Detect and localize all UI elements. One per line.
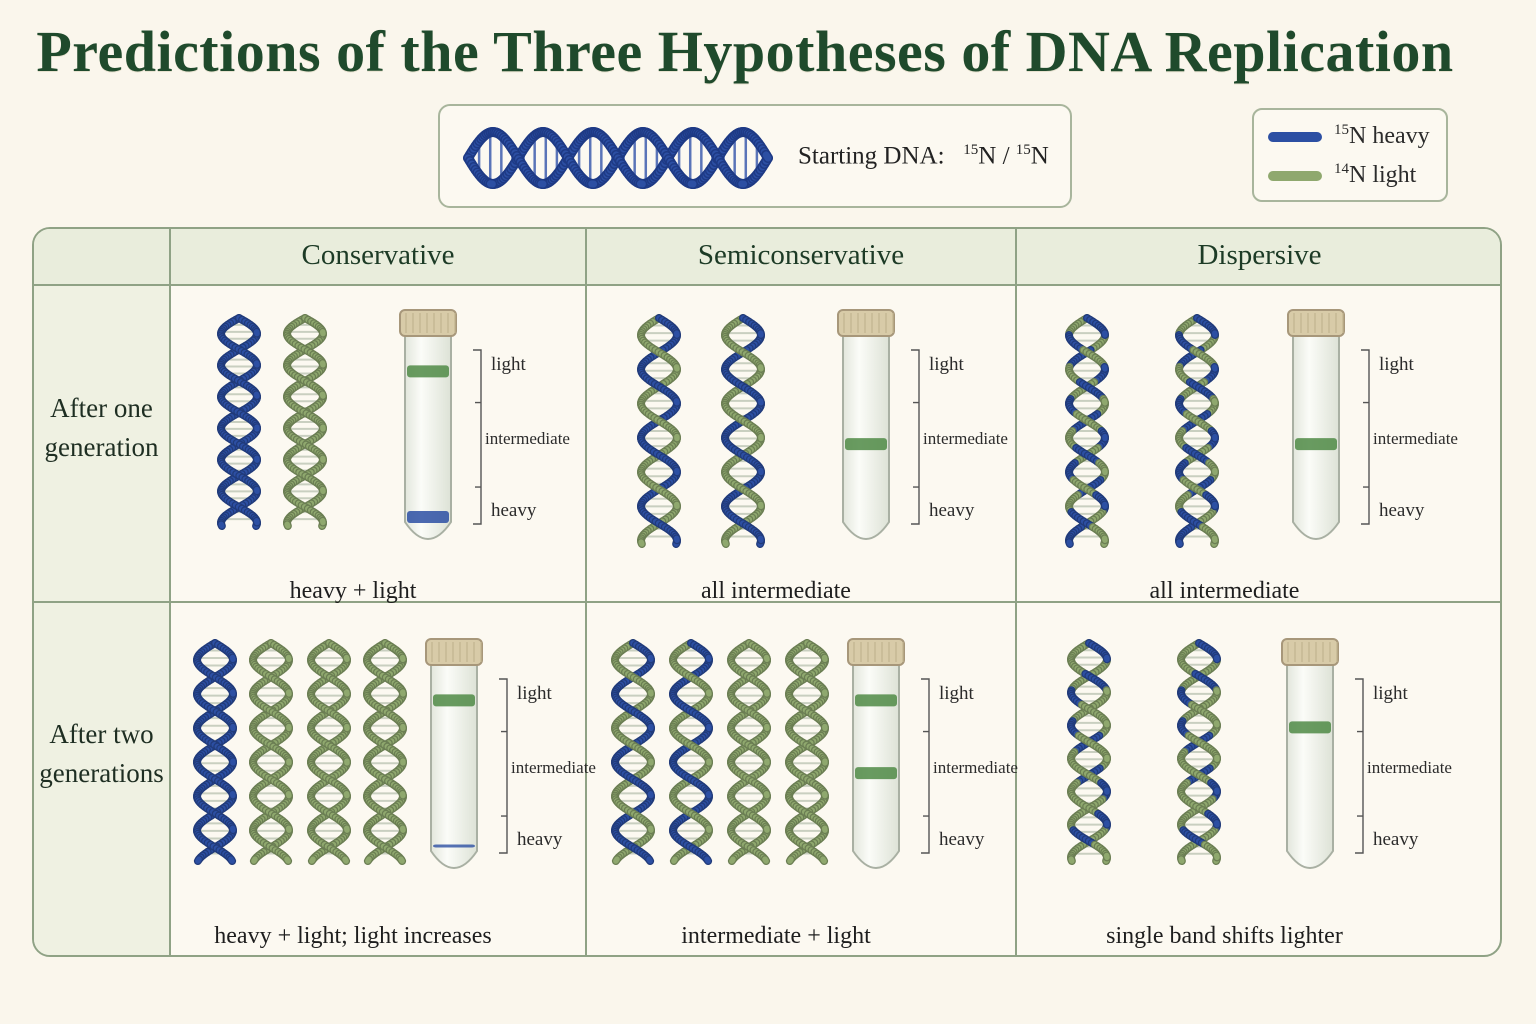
- column-header-dispersive: Dispersive: [1197, 239, 1322, 271]
- cell-disp-gen2: light intermediate heavy single band shifts…: [1017, 603, 1500, 955]
- dna-band-heavy: [407, 510, 449, 523]
- dna-helix-mixed-light: [1067, 639, 1111, 865]
- legend-heavy-text: N heavy: [1349, 123, 1430, 149]
- scale-label-top: light: [929, 353, 964, 375]
- legend-light-mass: 14: [1334, 161, 1349, 177]
- scale-label-middle: intermediate: [1373, 429, 1458, 449]
- density-scale-bracket: [473, 349, 482, 525]
- scale-label-middle: intermediate: [485, 429, 570, 449]
- legend-light-text: N light: [1349, 162, 1417, 188]
- row-label-gen2: After two generations: [39, 719, 164, 788]
- starting-separator: /: [996, 142, 1016, 170]
- dna-helix-light: [283, 314, 327, 530]
- column-header-band: [34, 229, 1500, 286]
- scale-label-top: light: [517, 682, 552, 704]
- starting-isotope-a-symbol: N: [978, 142, 997, 170]
- starting-helix-icon: [463, 127, 773, 189]
- cell-caption: heavy + light: [289, 578, 417, 604]
- cell-disp-gen1: light intermediate heavy all intermediate: [1017, 286, 1500, 604]
- dna-helix-light: [727, 639, 771, 865]
- test-tube-icon: [1287, 309, 1345, 540]
- density-scale-bracket: [499, 678, 508, 854]
- scale-label-bottom: heavy: [1373, 828, 1419, 850]
- cell-caption: single band shifts lighter: [1106, 923, 1343, 949]
- cell-cons-gen2: light intermediate heavy heavy + light; lig…: [171, 603, 596, 955]
- prediction-grid: Conservative Semiconservative Dispersive…: [32, 227, 1502, 957]
- dna-band-heavy: [433, 844, 475, 848]
- dna-helix-light: [307, 639, 351, 865]
- scale-label-middle: intermediate: [933, 758, 1018, 778]
- cell-cons-gen1: light intermediate heavy heavy + light: [171, 286, 585, 604]
- scale-label-middle: intermediate: [1367, 758, 1452, 778]
- starting-dna-text: Starting DNA:: [798, 142, 945, 170]
- dna-helix-hybrid: [669, 639, 713, 865]
- starting-isotope-b-symbol: N: [1030, 142, 1049, 170]
- test-tube-icon: [399, 309, 457, 540]
- test-tube-icon: [425, 638, 483, 869]
- dna-band-intermediate: [845, 438, 887, 451]
- legend-heavy-mass: 15: [1334, 122, 1349, 138]
- density-scale-bracket: [921, 678, 930, 854]
- dna-helix-light: [363, 639, 407, 865]
- dna-helix-hybrid: [721, 314, 765, 548]
- legend-swatch-heavy: [1268, 132, 1322, 142]
- scale-label-bottom: heavy: [929, 499, 975, 521]
- column-header-conservative: Conservative: [301, 239, 455, 271]
- dna-helix-mixed: [1175, 314, 1219, 548]
- dna-helix-hybrid: [637, 314, 681, 548]
- cell-caption: all intermediate: [701, 578, 851, 604]
- cell-caption: heavy + light; light increases: [214, 923, 492, 949]
- scale-label-bottom: heavy: [1379, 499, 1425, 521]
- test-tube-icon: [847, 638, 905, 869]
- dna-helix-heavy: [217, 314, 261, 530]
- dna-helix-heavy: [193, 639, 237, 865]
- dna-band-light: [407, 365, 449, 378]
- density-scale-bracket: [911, 349, 920, 525]
- test-tube-icon: [837, 309, 895, 540]
- legend: 15N heavy 14N light: [1252, 108, 1448, 202]
- cell-caption: intermediate + light: [681, 923, 871, 949]
- dna-band-intermediate: [1295, 438, 1337, 451]
- scale-label-top: light: [491, 353, 526, 375]
- starting-isotope-a-mass: 15: [963, 142, 979, 158]
- legend-swatch-light: [1268, 171, 1322, 181]
- dna-helix-mixed: [1065, 314, 1109, 548]
- density-scale-bracket: [1355, 678, 1364, 854]
- page-title: Predictions of the Three Hypotheses of D…: [36, 19, 1454, 84]
- density-scale-bracket: [1361, 349, 1370, 525]
- dna-helix-mixed-light: [1177, 639, 1221, 865]
- scale-label-top: light: [939, 682, 974, 704]
- dna-helix-light: [785, 639, 829, 865]
- starting-isotope-b-mass: 15: [1015, 142, 1031, 158]
- dna-helix-light: [249, 639, 293, 865]
- row-label-gen1: After one generation: [44, 393, 159, 462]
- cell-semi-gen1: light intermediate heavy all intermediate: [587, 286, 1015, 604]
- column-header-semiconservative: Semiconservative: [697, 239, 905, 271]
- starting-dna-label: Starting DNA: 15N / 15N: [798, 142, 1049, 170]
- scale-label-bottom: heavy: [491, 499, 537, 521]
- scale-label-bottom: heavy: [939, 828, 985, 850]
- scale-label-top: light: [1373, 682, 1408, 704]
- cell-semi-gen2: light intermediate heavy intermediate + lig…: [587, 603, 1018, 955]
- scale-label-middle: intermediate: [923, 429, 1008, 449]
- dna-band-light-intermediate: [1289, 721, 1331, 734]
- cell-caption: all intermediate: [1149, 578, 1300, 604]
- dna-band-light: [855, 694, 897, 707]
- dna-band-light: [433, 694, 475, 707]
- starting-dna-box: Starting DNA: 15N / 15N: [438, 104, 1072, 208]
- test-tube-icon: [1281, 638, 1339, 869]
- scale-label-top: light: [1379, 353, 1414, 375]
- dna-band-intermediate: [855, 767, 897, 780]
- scale-label-middle: intermediate: [511, 758, 596, 778]
- dna-helix-hybrid: [611, 639, 655, 865]
- scale-label-bottom: heavy: [517, 828, 563, 850]
